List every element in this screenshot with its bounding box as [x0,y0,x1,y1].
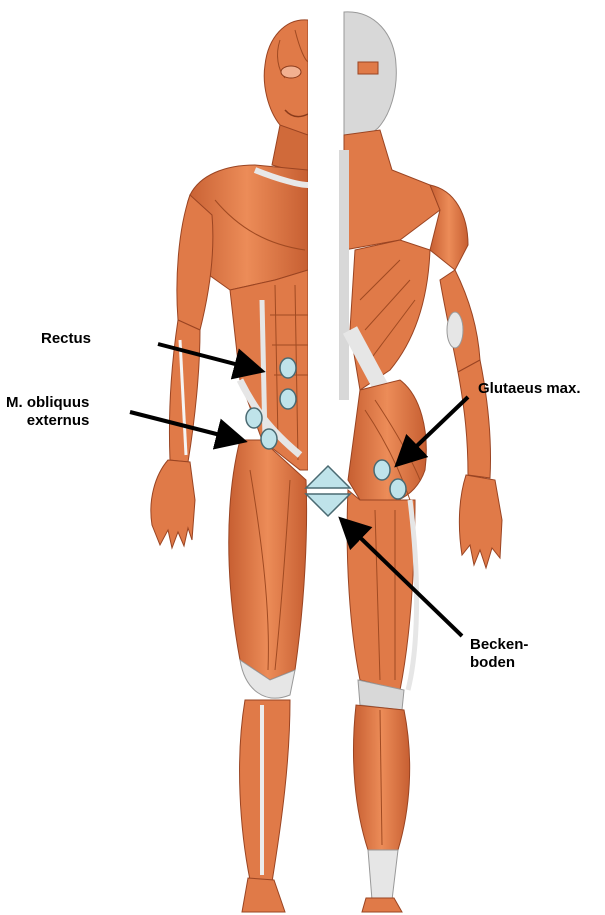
label-rectus: Rectus [41,330,91,348]
label-beckenboden: Becken- boden [470,636,528,672]
back-forearm [458,360,491,478]
electrode-circle-icon [261,429,277,449]
label-obliquus-externus: M. obliquus externus [6,394,89,430]
electrode-circle-icon [246,408,262,428]
center-divider [308,0,344,915]
label-becken-line1: Becken- [470,636,528,654]
label-obliquus-line2: externus [6,412,89,430]
electrode-circle-icon [280,389,296,409]
front-head [264,20,308,138]
label-becken-line2: boden [470,654,528,672]
label-glutaeus-text: Glutaeus max. [478,380,581,398]
back-hand [459,475,502,568]
front-shin [240,700,290,882]
back-head [344,12,396,141]
label-obliquus-line1: M. obliquus [6,394,89,412]
label-rectus-text: Rectus [41,330,91,348]
label-glutaeus-max: Glutaeus max. [478,380,581,398]
back-deltoid [430,185,468,270]
electrode-circle-icon [280,358,296,378]
back-view [344,12,502,912]
front-thigh [229,440,307,680]
front-hand [151,460,195,548]
back-gluteus [348,380,426,504]
electrode-circle-icon [374,460,390,480]
electrode-circle-icon [390,479,406,499]
front-upper-arm [177,195,213,330]
back-hamstrings [347,490,415,690]
front-view [151,20,308,912]
